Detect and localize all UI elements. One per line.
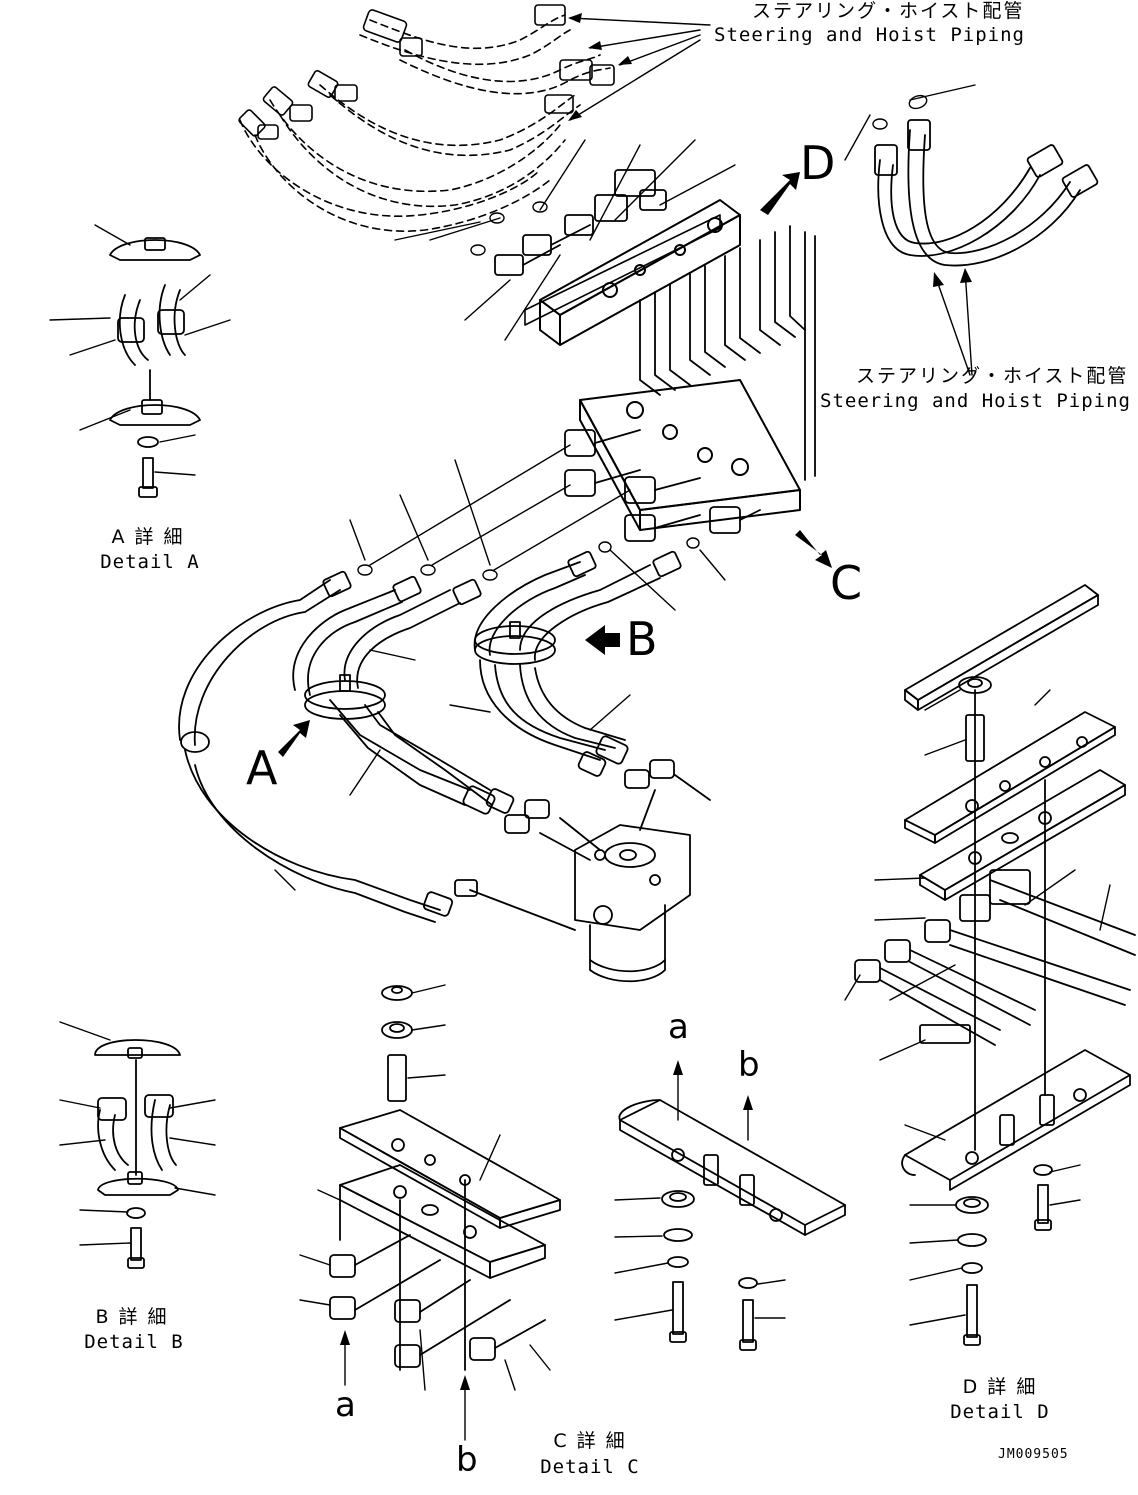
detail-c-en: Detail C bbox=[540, 1456, 640, 1478]
center-plate-leaders bbox=[615, 1065, 785, 1320]
view-label-c: C bbox=[830, 556, 863, 610]
detail-c-drawing bbox=[330, 986, 560, 1370]
center-plate-arrowheads bbox=[673, 1060, 753, 1110]
drawing-id: JM009505 bbox=[998, 1447, 1069, 1462]
view-arrow-b bbox=[585, 625, 620, 655]
detail-b-jp: B 詳 細 bbox=[95, 1306, 169, 1328]
leader-lines-middle bbox=[275, 650, 630, 890]
view-arrow-c bbox=[795, 530, 832, 568]
hose-fittings-middle bbox=[322, 551, 681, 917]
leader-lines-lower bbox=[350, 460, 725, 610]
detail-d-drawing bbox=[855, 585, 1135, 1345]
main-block-upper bbox=[525, 200, 740, 345]
leader-arrows-top bbox=[570, 18, 710, 120]
right-u-hoses bbox=[875, 120, 1098, 266]
detail-c-jp: C 詳 細 bbox=[553, 1430, 627, 1452]
piping-label-top-en: Steering and Hoist Piping bbox=[714, 24, 1025, 46]
leader-arrowheads-top bbox=[568, 13, 632, 121]
detail-letter-a-plate: a bbox=[668, 1007, 689, 1047]
piping-label-right-en: Steering and Hoist Piping bbox=[820, 390, 1131, 412]
center-plate bbox=[619, 1100, 845, 1350]
view-label-b: B bbox=[626, 612, 658, 666]
clamps-middle bbox=[181, 622, 555, 752]
right-u-hose-arrowheads bbox=[933, 268, 972, 287]
detail-d-leaders bbox=[845, 690, 1110, 1325]
piping-label-right-jp: ステアリング・ホイスト配管 bbox=[856, 365, 1129, 387]
piping-label-top-jp: ステアリング・ホイスト配管 bbox=[752, 0, 1025, 22]
detail-c-arrowheads bbox=[340, 1330, 470, 1390]
view-label-d: D bbox=[800, 136, 836, 190]
view-label-a: A bbox=[246, 741, 278, 795]
detail-letter-b-plate: b bbox=[738, 1045, 760, 1085]
dashed-hose-fittings bbox=[238, 5, 614, 139]
dashed-hoses-top bbox=[240, 15, 610, 231]
valve-fittings bbox=[470, 760, 710, 930]
view-arrow-d bbox=[760, 172, 800, 215]
detail-d-en: Detail D bbox=[950, 1401, 1050, 1423]
detail-d-jp: D 詳 細 bbox=[962, 1376, 1038, 1398]
detail-b-en: Detail B bbox=[84, 1331, 184, 1353]
top-fittings bbox=[495, 170, 666, 275]
middle-hoses bbox=[179, 562, 660, 922]
o-rings-right bbox=[873, 93, 929, 129]
right-u-hose-leaders bbox=[845, 85, 975, 375]
detail-a-jp: A 詳 細 bbox=[111, 526, 185, 548]
bent-tubes bbox=[640, 226, 815, 480]
detail-c-leaders bbox=[300, 985, 550, 1440]
detail-a-drawing bbox=[110, 238, 200, 497]
detail-b-drawing bbox=[95, 1040, 180, 1268]
steering-valve bbox=[575, 825, 690, 981]
main-block-lower bbox=[580, 380, 800, 530]
detail-a-leaders bbox=[50, 225, 230, 475]
o-rings-upper bbox=[471, 202, 547, 255]
leader-lines-upper bbox=[395, 140, 735, 340]
detail-letter-a-left: a bbox=[335, 1385, 356, 1425]
view-arrow-a bbox=[278, 720, 310, 757]
detail-letter-b-left: b bbox=[456, 1440, 478, 1480]
o-rings-lower bbox=[358, 445, 699, 580]
detail-a-en: Detail A bbox=[100, 551, 200, 573]
lower-fittings bbox=[565, 430, 760, 541]
detail-b-leaders bbox=[60, 1022, 215, 1245]
